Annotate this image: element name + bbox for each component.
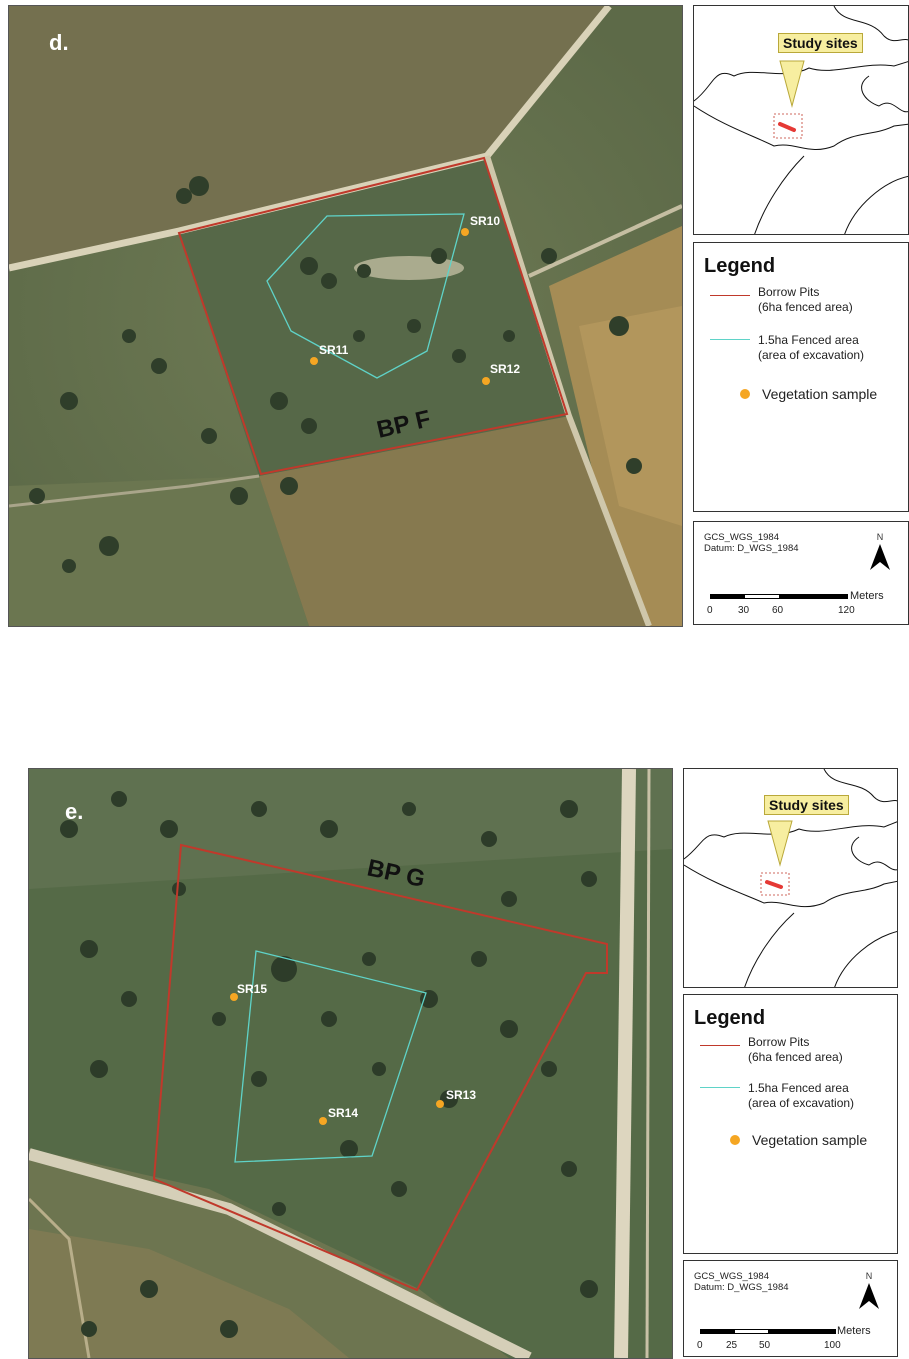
scale-tick-e-3: 100 <box>824 1340 841 1351</box>
sample-dot-sr10[interactable] <box>461 228 469 236</box>
inset-map-e[interactable]: Study sites <box>683 768 898 988</box>
scale-unit-e: Meters <box>837 1325 871 1337</box>
legend-label-vegetation-e: Vegetation sample <box>752 1132 868 1148</box>
inset-outline-e <box>684 769 897 987</box>
site-label-sr14: SR14 <box>328 1106 358 1120</box>
legend-swatch-vegetation <box>740 389 750 399</box>
scale-box-d: GCS_WGS_1984 Datum: D_WGS_1984 N Meters … <box>693 521 909 625</box>
aerial-map-e[interactable]: SR13 SR14 SR15 BP G e. <box>28 768 673 1359</box>
study-sites-callout-d: Study sites <box>778 33 863 53</box>
north-arrow-e: N <box>857 1271 881 1313</box>
aerial-image-e: SR13 SR14 SR15 BP G <box>29 769 672 1358</box>
panel-e: SR13 SR14 SR15 BP G e. Study sites Legen… <box>0 765 909 1359</box>
legend-label-borrow-pits: Borrow Pits (6ha fenced area) <box>758 285 853 315</box>
scale-tick-e-0: 0 <box>697 1340 703 1351</box>
legend-swatch-borrow-pits <box>710 295 750 296</box>
sample-dot-sr11[interactable] <box>310 357 318 365</box>
site-label-sr13: SR13 <box>446 1088 476 1102</box>
scale-tick-d-0: 0 <box>707 605 713 616</box>
site-label-sr11: SR11 <box>319 343 349 357</box>
north-arrow-icon <box>859 1283 879 1309</box>
scale-bar-d <box>710 594 848 599</box>
sample-dot-sr12[interactable] <box>482 377 490 385</box>
site-label-sr12: SR12 <box>490 362 520 376</box>
legend-title-e: Legend <box>694 1007 766 1029</box>
legend-label-fenced-e: 1.5ha Fenced area (area of excavation) <box>748 1081 854 1111</box>
coord-info-e: GCS_WGS_1984 Datum: D_WGS_1984 <box>694 1271 789 1293</box>
study-sites-callout-e: Study sites <box>764 795 849 815</box>
scale-tick-d-3: 120 <box>838 605 855 616</box>
aerial-map-d[interactable]: SR10 SR11 SR12 BP F d. <box>8 5 683 627</box>
site-label-sr10: SR10 <box>470 214 500 228</box>
panel-letter-d: d. <box>49 30 69 55</box>
scale-tick-e-1: 25 <box>726 1340 738 1351</box>
north-label-d: N <box>876 532 884 542</box>
legend-borrow-pits-text-e: Borrow Pits <box>748 1035 810 1049</box>
legend-swatch-fenced-e <box>700 1087 740 1088</box>
sample-dot-sr14[interactable] <box>319 1117 327 1125</box>
scale-unit-d: Meters <box>850 590 884 602</box>
legend-fenced-sub: (area of excavation) <box>758 348 865 362</box>
legend-swatch-borrow-pits-e <box>700 1045 740 1046</box>
legend-borrow-pits-text: Borrow Pits <box>758 285 820 299</box>
legend-borrow-pits-sub: (6ha fenced area) <box>758 300 853 314</box>
aerial-image-d: SR10 SR11 SR12 BP F <box>9 6 682 626</box>
legend-label-vegetation: Vegetation sample <box>762 386 878 402</box>
scale-tick-d-2: 60 <box>772 605 784 616</box>
legend-label-fenced: 1.5ha Fenced area (area of excavation) <box>758 333 864 363</box>
legend-d: Legend Borrow Pits (6ha fenced area) 1.5… <box>693 242 909 512</box>
coord-system-d: GCS_WGS_1984 <box>704 532 779 543</box>
north-arrow-d: N <box>868 532 892 574</box>
north-label-e: N <box>865 1271 873 1281</box>
legend-fenced-text: 1.5ha Fenced area <box>758 333 859 347</box>
legend-swatch-fenced <box>710 339 750 340</box>
datum-d: Datum: D_WGS_1984 <box>704 543 799 554</box>
legend-fenced-sub-e: (area of excavation) <box>748 1096 855 1110</box>
panel-d: SR10 SR11 SR12 BP F d. Study sites Legen… <box>0 0 909 630</box>
legend-title-d: Legend <box>704 255 776 277</box>
scale-box-e: GCS_WGS_1984 Datum: D_WGS_1984 N Meters … <box>683 1260 898 1357</box>
coord-info-d: GCS_WGS_1984 Datum: D_WGS_1984 <box>704 532 799 554</box>
scale-bar-e <box>700 1329 836 1334</box>
inset-map-d[interactable]: Study sites <box>693 5 909 235</box>
legend-label-borrow-pits-e: Borrow Pits (6ha fenced area) <box>748 1035 843 1065</box>
legend-e: Legend Borrow Pits (6ha fenced area) 1.5… <box>683 994 898 1254</box>
sample-dot-sr13[interactable] <box>436 1100 444 1108</box>
inset-outline-d <box>694 6 908 234</box>
scale-tick-e-2: 50 <box>759 1340 771 1351</box>
panel-letter-e: e. <box>65 799 84 824</box>
coord-system-e: GCS_WGS_1984 <box>694 1271 769 1282</box>
north-arrow-icon <box>870 544 890 570</box>
legend-borrow-pits-sub-e: (6ha fenced area) <box>748 1050 843 1064</box>
datum-e: Datum: D_WGS_1984 <box>694 1282 789 1293</box>
legend-fenced-text-e: 1.5ha Fenced area <box>748 1081 849 1095</box>
sample-dot-sr15[interactable] <box>230 993 238 1001</box>
scale-tick-d-1: 30 <box>738 605 750 616</box>
legend-swatch-vegetation-e <box>730 1135 740 1145</box>
site-label-sr15: SR15 <box>237 982 267 996</box>
